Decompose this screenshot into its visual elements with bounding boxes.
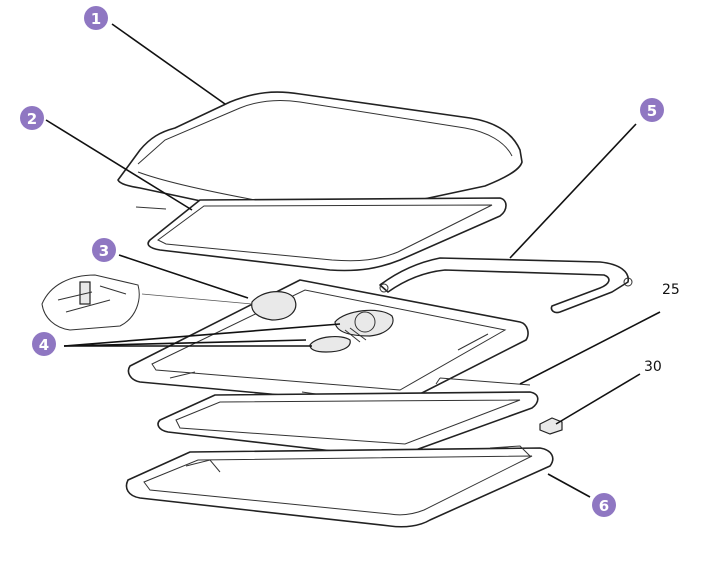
callout-2: 2 — [20, 106, 44, 130]
lower-frame — [125, 445, 554, 528]
callout-4: 4 — [32, 332, 56, 356]
frame-assembly — [127, 279, 529, 406]
svg-text:5: 5 — [647, 102, 657, 120]
opening-arm — [379, 257, 633, 314]
seal — [147, 197, 507, 272]
svg-text:6: 6 — [599, 497, 609, 515]
svg-text:2: 2 — [27, 110, 37, 128]
leader-lines — [45, 23, 661, 498]
callout-6: 6 — [592, 493, 616, 517]
callout-3: 3 — [92, 238, 116, 262]
hinge-detail-inset — [41, 274, 253, 331]
label-25: 25 — [662, 282, 680, 298]
callout-1: 1 — [84, 6, 108, 30]
callout-5: 5 — [640, 98, 664, 122]
svg-text:3: 3 — [99, 242, 109, 260]
label-30: 30 — [644, 359, 662, 375]
clip — [539, 417, 563, 435]
svg-text:1: 1 — [91, 10, 101, 28]
svg-text:4: 4 — [39, 336, 49, 354]
